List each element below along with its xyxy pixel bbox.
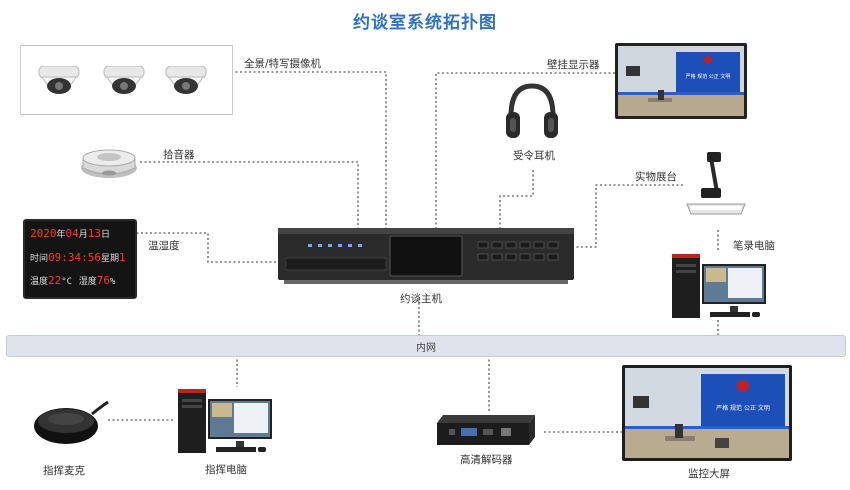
decoder-label: 高清解码器	[460, 454, 513, 466]
clock-year-unit: 年	[56, 230, 66, 240]
pickup-label: 拾音器	[163, 149, 195, 161]
host-device-icon	[278, 228, 574, 284]
clock-day-unit: 日	[101, 230, 111, 240]
line-headphones	[499, 170, 534, 228]
clock-hum-unit: %	[110, 277, 116, 287]
clock-hum: 76	[96, 274, 110, 287]
host-label: 约谈主机	[400, 293, 442, 305]
line-clock	[132, 232, 278, 263]
wall-monitor: 严格 规范 公正 文明	[615, 43, 747, 119]
visualizer-label: 实物展台	[635, 171, 677, 183]
command-computer-icon	[178, 389, 272, 453]
monitor-label: 壁挂显示器	[547, 59, 600, 71]
desktop-computer-icon	[672, 254, 766, 318]
clock-temp-label: 温度	[30, 277, 49, 287]
wall-slogan-small: 严格 规范 公正 文明	[686, 73, 731, 80]
clock-year: 2020	[30, 227, 57, 240]
clock-hum-label: 湿度	[78, 277, 97, 287]
gooseneck-mic-icon	[34, 400, 109, 444]
line-visualizer	[574, 184, 683, 248]
clock-temp-unit: °C	[61, 277, 73, 287]
clock-temp: 22	[48, 274, 62, 287]
clock-time-label: 时间	[30, 254, 49, 264]
camera-group	[20, 45, 233, 115]
clock-day: 13	[87, 227, 102, 240]
clock-week: 1	[119, 251, 126, 264]
ceiling-mic-icon	[81, 149, 137, 178]
monitoring-big-screen: 严格 规范 公正 文明	[622, 365, 792, 461]
document-camera-icon	[686, 152, 746, 215]
clock-month: 04	[65, 227, 79, 240]
intranet-bar: 内网	[6, 335, 846, 357]
dome-camera-icon	[103, 66, 145, 94]
line-monitor	[435, 72, 615, 228]
dome-camera-icon	[165, 66, 207, 94]
clock-time: 09:34:56	[48, 251, 101, 264]
diagram-title: 约谈室系统拓扑图	[353, 13, 497, 33]
headphones-icon	[506, 83, 558, 138]
command-mic-label: 指挥麦克	[43, 465, 85, 477]
dome-camera-icon	[38, 66, 80, 94]
camera-label: 全景/特写摄像机	[244, 58, 322, 70]
clock-label: 温湿度	[148, 240, 180, 252]
hd-decoder-icon	[437, 415, 535, 445]
command-pc-label: 指挥电脑	[205, 464, 247, 476]
headphones-label: 受令耳机	[513, 150, 555, 162]
line-camera	[231, 71, 387, 228]
big-screen-room-icon: 严格 规范 公正 文明	[625, 368, 789, 458]
intranet-label: 内网	[416, 343, 436, 354]
led-clock: 2020年04月13日 时间09:34:56星期1 温度22°C 湿度76%	[23, 219, 137, 299]
clock-week-label: 星期	[101, 254, 120, 264]
clock-month-unit: 月	[78, 230, 88, 240]
line-pickup	[140, 161, 359, 228]
recordpc-label: 笔录电脑	[733, 240, 775, 252]
wall-slogan-large: 严格 规范 公正 文明	[716, 404, 770, 412]
interview-room-screen-icon: 严格 规范 公正 文明	[618, 46, 744, 116]
bigscreen-label: 监控大屏	[688, 468, 730, 480]
